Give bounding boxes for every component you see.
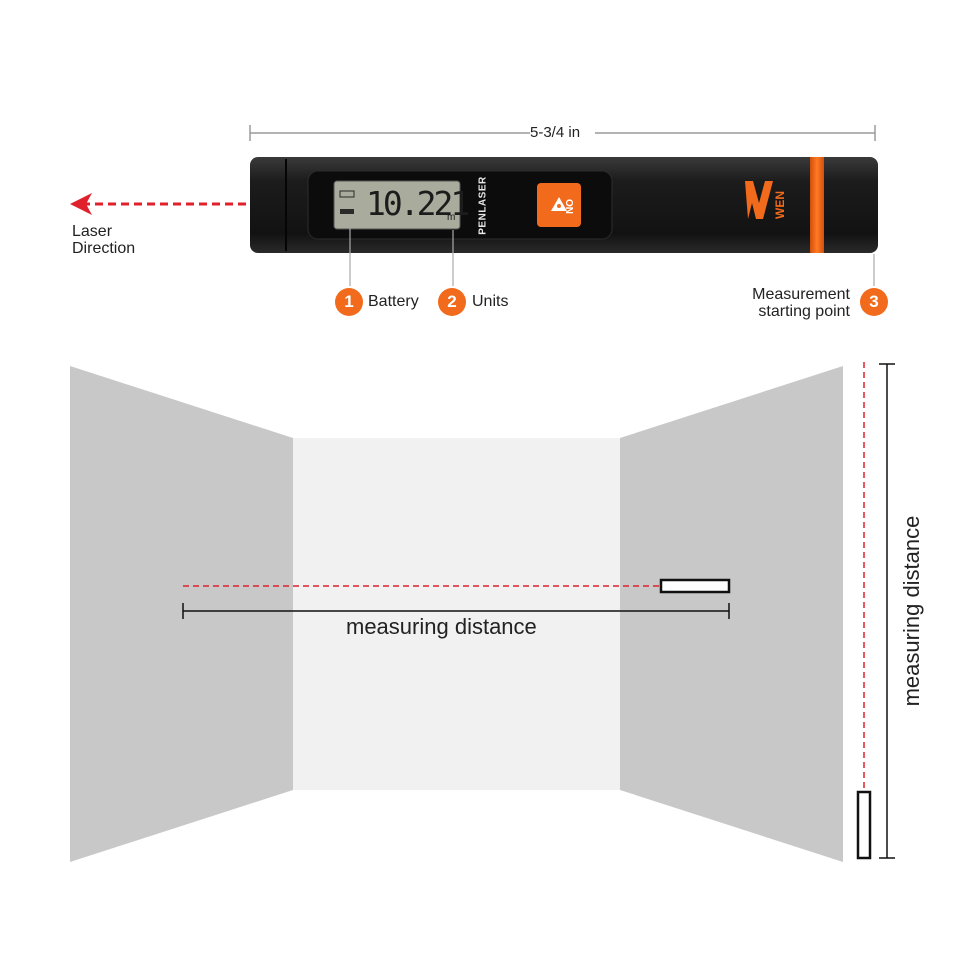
display-reading: 10.221 (366, 184, 470, 223)
laser-label-line2: Direction (72, 240, 136, 257)
callout-start-line2: starting point (758, 303, 850, 320)
dimension-label: 5-3/4 in (530, 124, 581, 141)
horizontal-distance-label: measuring distance (346, 614, 537, 639)
callout-leaders (349, 225, 875, 286)
laser-direction-label: Laser Direction (72, 223, 135, 257)
laser-meter-device (250, 157, 878, 253)
callout-badge-battery: 1 (335, 288, 363, 316)
display-unit: m (447, 212, 456, 223)
vertical-distance-label: measuring distance (899, 515, 924, 707)
callout-label-units: Units (472, 293, 509, 310)
right-wall (620, 366, 843, 862)
callout-badge-units: 2 (438, 288, 466, 316)
laser-direction-arrow (70, 193, 250, 215)
horizontal-meter (659, 578, 731, 594)
callout-label-battery: Battery (368, 293, 419, 310)
dimension-line (249, 125, 876, 141)
vertical-meter (856, 790, 872, 860)
callout-badge-start: 3 (860, 288, 888, 316)
callout-label-start: Measurement starting point (738, 286, 850, 320)
back-wall (293, 438, 620, 790)
left-wall (70, 366, 293, 862)
callout-start-line1: Measurement (752, 286, 850, 303)
laser-label-line1: Laser (72, 223, 113, 240)
